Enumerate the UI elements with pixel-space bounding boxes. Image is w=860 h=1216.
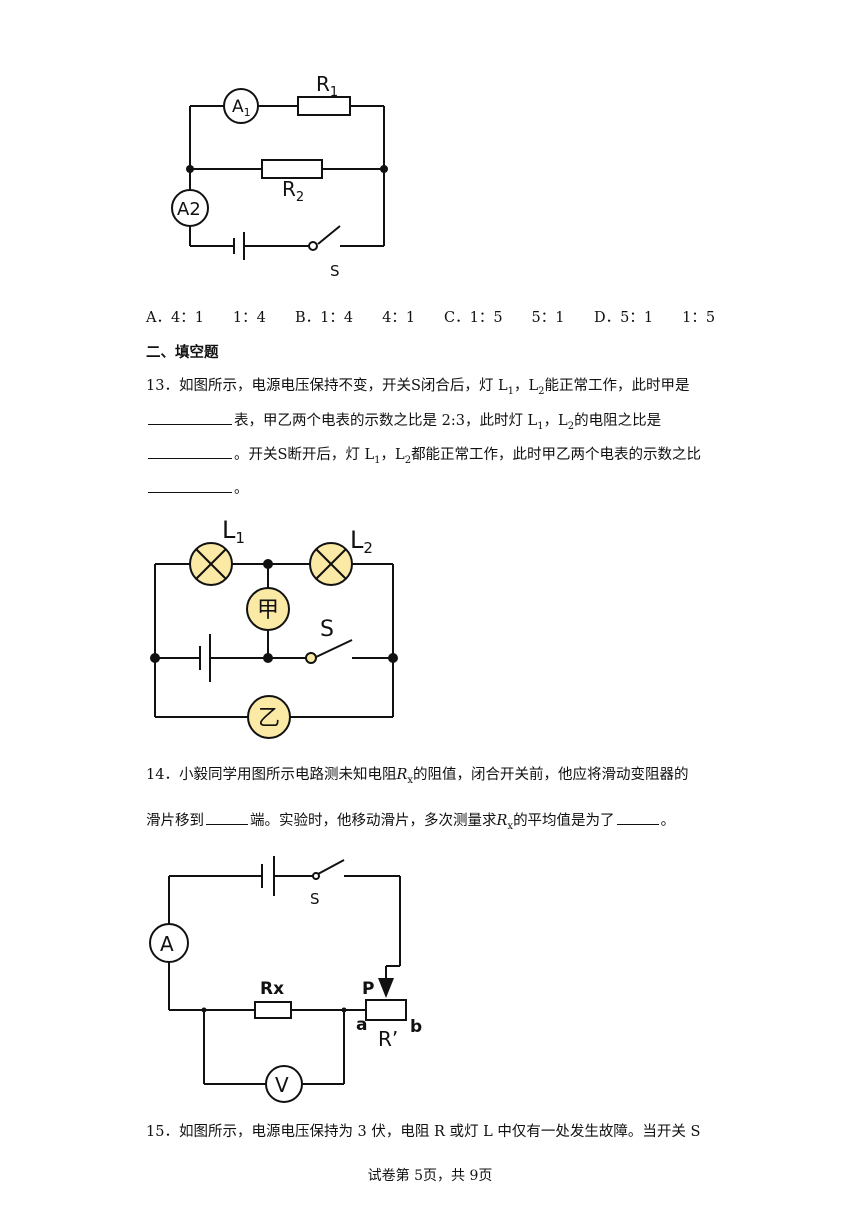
battery-icon [261,856,275,896]
ammeter-a2 [171,189,209,227]
junction-dot [263,559,273,569]
junction-dot [388,653,398,663]
slider-arrow-icon [378,978,394,998]
junction-dot [341,1007,347,1013]
meter-yi [247,695,291,739]
figure-13-circuit: L1 L2 甲 乙 S [150,516,398,739]
label-v: V [275,1073,289,1097]
label-p: P [362,979,374,999]
junction-dot [186,165,194,173]
q14-line-2: 滑片移到端。实验时，他移动滑片，多次测量求Rx的平均值是为了。 [146,810,675,837]
option-c[interactable]: C．1：5 5：1 [444,310,565,326]
answer-blank[interactable] [616,810,659,825]
page-footer: 试卷第 5页，共 9页 [367,1168,493,1184]
voltmeter-v [265,1065,303,1103]
battery-icon [199,634,211,682]
answer-blank[interactable] [148,444,232,459]
section-title: 二、填空题 [146,344,219,361]
label-jia: 甲 [257,598,279,623]
label-s: S [330,262,340,280]
ammeter-a1 [223,88,259,124]
switch-pivot-icon [305,652,317,664]
label-rx: Rx [260,979,284,999]
option-a[interactable]: A．4：1 1：4 [146,310,266,326]
switch-pivot-icon [308,241,318,251]
battery-icon [233,232,245,260]
label-l2: L2 [350,526,373,557]
lamp-l2-icon [309,542,353,586]
q15-line-1: 15．如图所示，电源电压保持为 3 伏，电阻 R 或灯 L 中仅有一处发生故障。… [146,1124,701,1140]
answer-blank[interactable] [148,410,232,425]
figure-12-circuit: A1 A2 R1 R2 S [171,72,388,280]
junction-dot [380,165,388,173]
junction-dot [201,1007,207,1013]
label-b-end: b [410,1017,422,1037]
label-a-end: a [356,1015,367,1035]
option-b[interactable]: B．1：4 4：1 [295,310,416,326]
ammeter-a [149,923,189,963]
lamp-l1-icon [189,542,233,586]
junction-dot [263,653,273,663]
figure-14-circuit: S A V Rx P a b R’ [149,856,422,1103]
label-a2: A2 [177,199,201,220]
resistor-r1 [297,96,351,116]
switch-pivot-icon [312,872,320,880]
rheostat-r-prime [365,999,407,1021]
q13-line-2: 表，甲乙两个电表的示数之比是 2:3，此时灯 L1，L2的电阻之比是 [146,410,661,437]
option-d[interactable]: D．5：1 1：5 [594,310,716,326]
label-s: S [310,890,320,908]
resistor-rx [254,1001,292,1019]
label-yi: 乙 [258,706,280,731]
q13-line-3: 。开关S断开后，灯 L1，L2都能正常工作，此时甲乙两个电表的示数之比 [146,444,701,471]
label-a1: A1 [232,97,251,119]
answer-blank[interactable] [206,810,248,825]
label-l1: L1 [222,516,245,547]
label-a: A [160,932,174,956]
answer-blank[interactable] [148,478,232,493]
meter-jia [246,587,290,631]
resistor-r2 [261,159,323,179]
label-r-prime: R’ [378,1027,398,1051]
label-s: S [320,617,334,642]
q14-line-1: 14．小毅同学用图所示电路测未知电阻Rx的阻值，闭合开关前，他应将滑动变阻器的 [146,767,689,786]
label-r2: R2 [282,177,304,205]
label-r1: R1 [316,72,338,100]
q13-line-4: 。 [146,478,249,499]
junction-dot [150,653,160,663]
q13-line-1: 13．如图所示，电源电压保持不变，开关S闭合后，灯 L1，L2能正常工作，此时甲… [146,378,690,397]
